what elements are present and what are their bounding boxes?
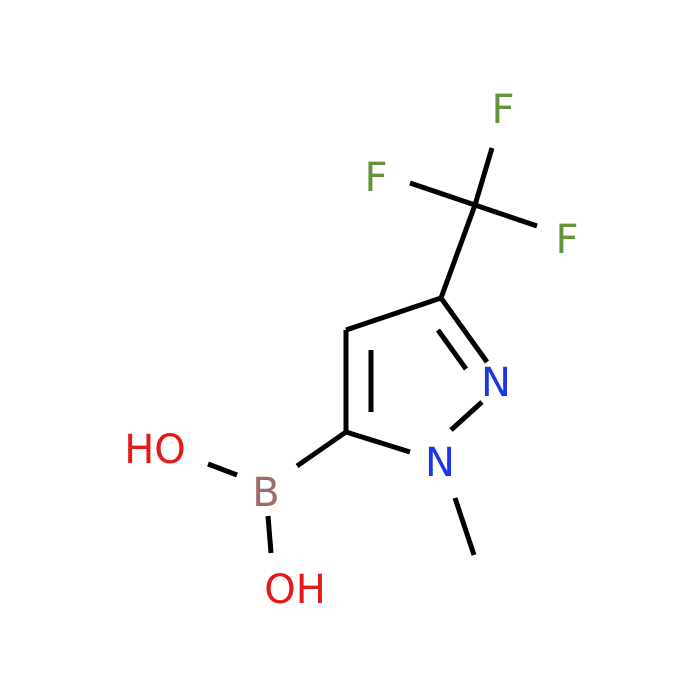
bonds: [207, 147, 538, 556]
bond-n2-c3-inner: [435, 328, 469, 371]
bond-b-o-upper: [207, 461, 238, 478]
bond-c5-b: [295, 429, 348, 469]
bond-b-o-lower: [265, 515, 274, 554]
bond-cf3-f-top: [472, 147, 495, 206]
atom-label-fluorine-left: F: [364, 155, 387, 201]
atom-label-fluorine-right: F: [555, 217, 578, 263]
bond-c5-n1: [345, 429, 411, 455]
atom-label-fluorine-top: F: [491, 87, 514, 133]
atom-label-hydroxyl-upper: HO: [124, 427, 186, 473]
bond-cf3-c3: [438, 204, 478, 299]
bond-n1-methyl: [452, 497, 477, 556]
bond-c3-c4: [345, 295, 442, 333]
bond-n1-n2: [449, 400, 484, 432]
atom-label-boron: B: [252, 470, 279, 516]
atom-label-hydroxyl-lower: OH: [264, 567, 326, 613]
bond-cf3-f-left: [409, 180, 476, 208]
bond-n2-c3: [438, 296, 490, 364]
atom-label-nitrogen-2: N: [481, 360, 511, 406]
atom-label-nitrogen-1: N: [425, 440, 455, 486]
bond-cf3-f-right: [474, 202, 538, 229]
atom-labels: F F F N N B HO OH: [124, 87, 578, 613]
